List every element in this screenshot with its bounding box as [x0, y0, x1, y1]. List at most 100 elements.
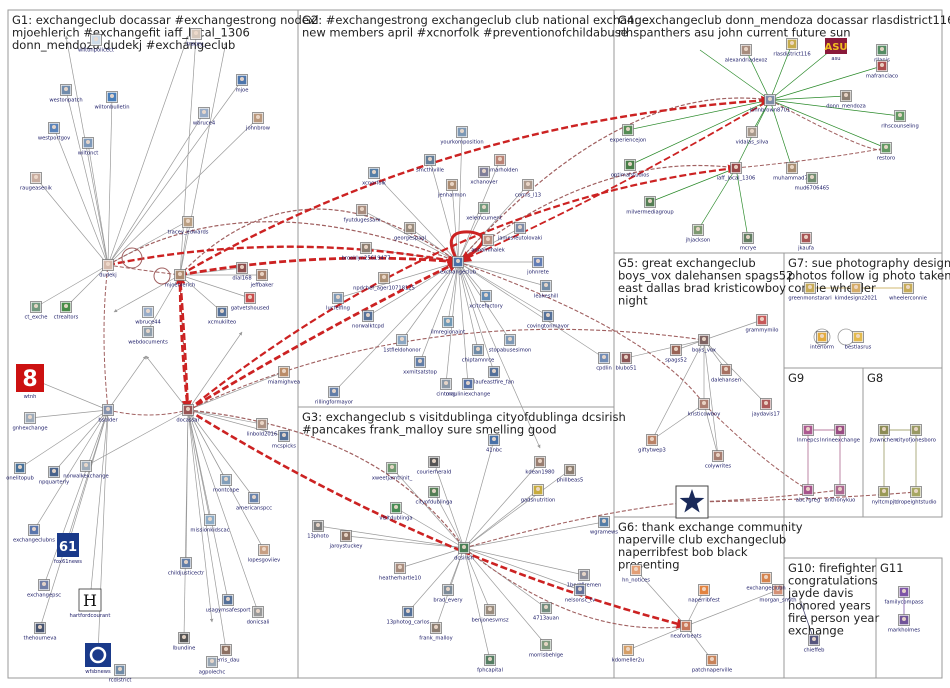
- node-wtnh[interactable]: 8wtnh: [16, 364, 44, 400]
- node-yourkomposition[interactable]: yourkomposition: [440, 127, 483, 146]
- node-brad-every[interactable]: brad_every: [433, 585, 462, 604]
- node-nyltcmpjt[interactable]: nyltcmpjt: [872, 487, 897, 506]
- node-cpdlin[interactable]: cpdlin: [596, 353, 612, 372]
- node-usagymsafesport[interactable]: usagymsafesport: [206, 595, 251, 614]
- node-jenharmon[interactable]: jenharmon: [437, 180, 466, 199]
- node-vidalas-silva[interactable]: vidalas_silva: [736, 127, 769, 146]
- node-rcdistrict[interactable]: rcdistrict: [109, 665, 132, 684]
- node-onelitopub[interactable]: onelitopub: [6, 463, 34, 482]
- node-lopesgoviiev[interactable]: lopesgoviiev: [248, 545, 280, 564]
- node-mafranciaco[interactable]: mafranciaco: [866, 61, 898, 80]
- node-jkaufa[interactable]: jkaufa: [797, 233, 814, 252]
- node-norwalkexchange[interactable]: norwalkexchange: [63, 461, 108, 480]
- node-gatvetshoused[interactable]: gatvetshoused: [231, 293, 269, 312]
- node-ctrealtors[interactable]: ctrealtors: [54, 302, 79, 321]
- node-blubo51[interactable]: blubo51: [615, 353, 636, 372]
- node-linbold2016[interactable]: linbold2016: [247, 419, 278, 438]
- node-thehourneva[interactable]: thehourneva: [23, 623, 56, 642]
- node-cornis-l13[interactable]: cornis_l13: [515, 180, 541, 199]
- node-lbundine[interactable]: lbundine: [173, 633, 196, 652]
- node-americanspcc[interactable]: americanspcc: [236, 493, 272, 512]
- node-familycompass[interactable]: familycompass: [885, 587, 924, 606]
- node-13photog-carlos[interactable]: 13photog_carlos: [387, 607, 430, 626]
- node-stopabusesimon[interactable]: stopabusesimon: [489, 335, 532, 354]
- node-xcnorfolk[interactable]: xcnorfolk: [362, 168, 386, 187]
- node-xelemcument[interactable]: xelemcument: [466, 203, 502, 222]
- node-naperribfest[interactable]: naperribfest: [688, 585, 720, 604]
- node-mjoe[interactable]: mjoe: [236, 75, 249, 94]
- node-wheelerconnie[interactable]: wheelerconnie: [889, 283, 927, 302]
- node-kdean1980[interactable]: kdean1980: [525, 457, 554, 476]
- node-kristicowboy[interactable]: kristicowboy: [688, 399, 721, 418]
- node-cowboys[interactable]: [676, 486, 708, 518]
- node-heatherhartle10[interactable]: heatherhartle10: [379, 563, 421, 582]
- node-visitdublinga[interactable]: visitdublinga: [379, 503, 412, 522]
- node-fyutdugessarx[interactable]: fyutdugessarx: [344, 205, 381, 224]
- node-webdocuments[interactable]: webdocuments: [128, 327, 168, 346]
- node-benjonesvmsz[interactable]: benjonesvmsz: [471, 605, 508, 624]
- node-smcthiville[interactable]: smcthiville: [416, 155, 444, 174]
- node-wiltonbulletin[interactable]: wiltonbulletin: [94, 92, 129, 111]
- node-donn-mendoza[interactable]: donn_mendoza: [826, 91, 866, 110]
- node-dudekj[interactable]: dudekj: [99, 260, 117, 279]
- node-mcrye[interactable]: mcrye: [740, 233, 756, 252]
- node-georgespagl[interactable]: georgespagl: [394, 223, 426, 242]
- node-alexandriadexoz[interactable]: alexandriadexoz: [725, 45, 768, 64]
- node-xweetjamtrinit[interactable]: xweetjamtrinit_: [372, 463, 413, 482]
- node-fphcapital[interactable]: fphcapital: [477, 655, 503, 674]
- node-raugeasenik[interactable]: raugeasenik: [20, 173, 52, 192]
- node-giftytwep3[interactable]: giftytwep3: [638, 435, 666, 454]
- node-rlhscounseling[interactable]: rlhscounseling: [881, 111, 919, 130]
- node-optimalstudios[interactable]: optimalstudios: [611, 160, 650, 179]
- node-markholmes[interactable]: markholmes: [888, 615, 921, 634]
- node-montcope[interactable]: montcope: [213, 475, 239, 494]
- node-tracey-edwards[interactable]: tracey_edwards: [168, 217, 209, 236]
- node-wiltonct[interactable]: wiltonct: [78, 138, 99, 157]
- node-exchangeclubn[interactable]: exchangeclubn: [746, 573, 785, 592]
- node-jaroystuckey[interactable]: jaroystuckey: [329, 531, 363, 550]
- node-courierherald[interactable]: courierherald: [417, 457, 452, 476]
- node-westonpatch[interactable]: westonpatch: [49, 85, 82, 104]
- node-morrisbehlge[interactable]: morrisbehlge: [529, 640, 563, 659]
- node-gnhexchange[interactable]: gnhexchange: [12, 413, 47, 432]
- node-interiorm[interactable]: interiorm: [810, 332, 834, 351]
- node-rillingformayor[interactable]: rillingformayor: [315, 387, 354, 406]
- node-bestlasrus[interactable]: bestlasrus: [845, 332, 872, 351]
- node-patchnaperville[interactable]: patchnaperville: [692, 655, 732, 674]
- node-muhammad7a[interactable]: muhammad7a: [773, 163, 811, 182]
- node-covingtonmayor[interactable]: covingtonmayor: [527, 311, 570, 330]
- node-wbruce44[interactable]: wbruce44: [135, 307, 161, 326]
- node-milvermediagroup[interactable]: milvermediagroup: [626, 197, 674, 216]
- node-4713auan[interactable]: 4713auan: [533, 603, 559, 622]
- node-13photo[interactable]: 13photo: [307, 521, 329, 540]
- node-dcsirish[interactable]: dcsirish: [454, 543, 474, 562]
- node-westportgov[interactable]: westportgov: [38, 123, 70, 142]
- node-missionkidscac[interactable]: missionkidscac: [190, 515, 229, 534]
- node-1stfieldohonor[interactable]: 1stfieldohonor: [383, 335, 421, 354]
- node-exchangepsc[interactable]: exchangepsc: [27, 580, 61, 599]
- node-nordlal[interactable]: npdchef_ager10718125: [353, 273, 415, 292]
- node-iaff-local-1306[interactable]: iaff_local_1306: [717, 163, 756, 182]
- node-xcitcefactory[interactable]: xcitcefactory: [469, 291, 503, 310]
- node-rlasdistrict116[interactable]: rlasdistrict116: [773, 39, 810, 58]
- node-41nbc[interactable]: 41nbc: [486, 435, 502, 454]
- node-anthonykuo[interactable]: anthonykuo: [825, 485, 856, 504]
- node-jamesfeutolovaki[interactable]: jamesfeutolovaki: [497, 223, 542, 242]
- node-colywrites[interactable]: colywrites: [705, 451, 732, 470]
- node-abc7greg[interactable]: abc7greg: [796, 485, 820, 504]
- node-xxmitsatstop[interactable]: xxmitsatstop: [403, 357, 437, 376]
- node-johnrete[interactable]: johnrete: [526, 257, 549, 276]
- node-johnbrow[interactable]: johnbrow: [245, 113, 271, 132]
- node-gadsnutrition[interactable]: gadsnutrition: [521, 485, 556, 504]
- node-exchangeclubns[interactable]: exchangeclubns: [13, 525, 55, 544]
- node-jaydavis17[interactable]: jaydavis17: [751, 399, 780, 418]
- node-phillbeas5[interactable]: phillbeas5: [557, 465, 584, 484]
- node-cityofdublinga[interactable]: cityofdublinga: [416, 487, 453, 506]
- node-jtownchem[interactable]: jtownchem: [869, 425, 899, 444]
- node-hartfordcourant[interactable]: Hhartfordcourant: [70, 589, 111, 619]
- node-dropeightstudio[interactable]: dropeightstudio: [896, 487, 937, 506]
- node-lnrineexchange[interactable]: lnrineexchange: [820, 425, 860, 444]
- node-lnrnepcs[interactable]: lnrnepcs: [797, 425, 819, 444]
